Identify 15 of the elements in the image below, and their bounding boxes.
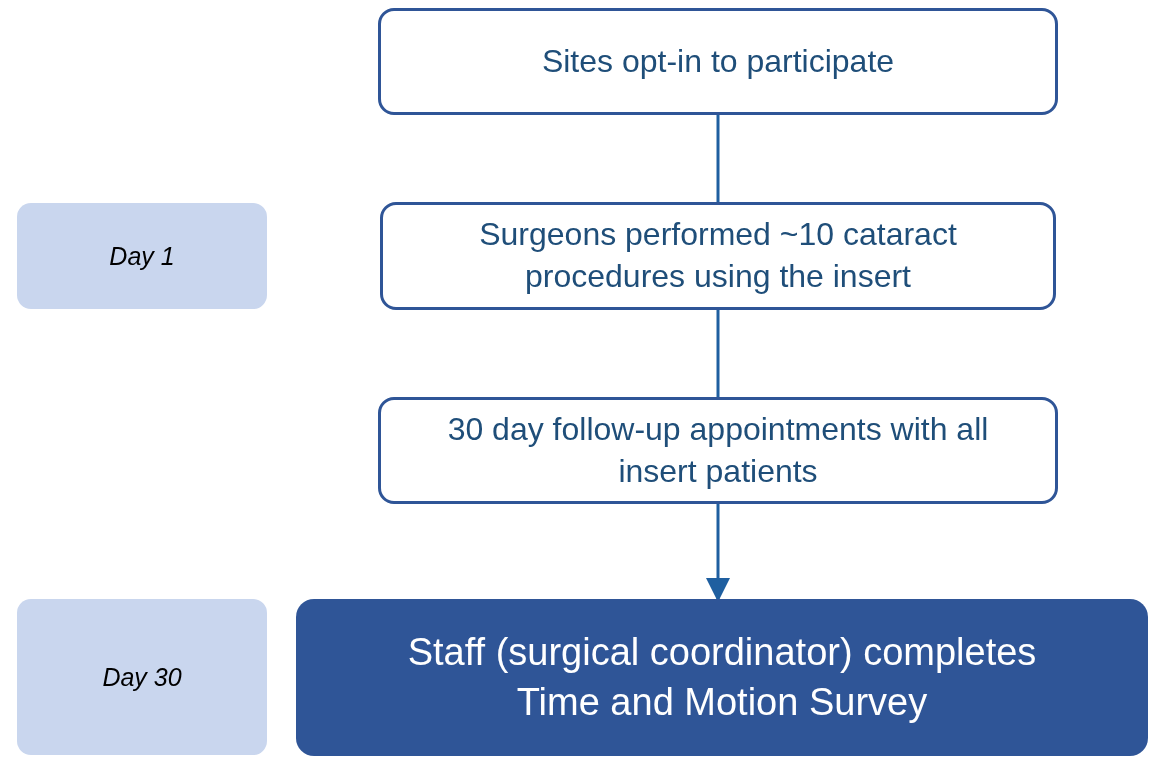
day-label-box xyxy=(17,203,267,309)
box-text: Surgeons performed ~10 cataract procedures using the insert xyxy=(478,215,958,296)
day-label-box xyxy=(17,599,267,755)
arrow xyxy=(706,504,730,602)
box-text: Day 30 xyxy=(102,662,182,692)
box-text: 30 day follow-up appointments with all insert patients xyxy=(446,409,990,491)
result-box xyxy=(296,599,1148,756)
process-box xyxy=(378,397,1058,504)
box-text: Staff (surgical coordinator) completes Time and Motion Survey xyxy=(406,630,1038,725)
connector-line xyxy=(716,115,720,202)
process-box xyxy=(380,202,1056,310)
box-text: Sites opt-in to participate xyxy=(541,41,895,81)
box-text: Day 1 xyxy=(109,241,175,271)
connector-line xyxy=(716,310,720,397)
process-box xyxy=(378,8,1058,115)
